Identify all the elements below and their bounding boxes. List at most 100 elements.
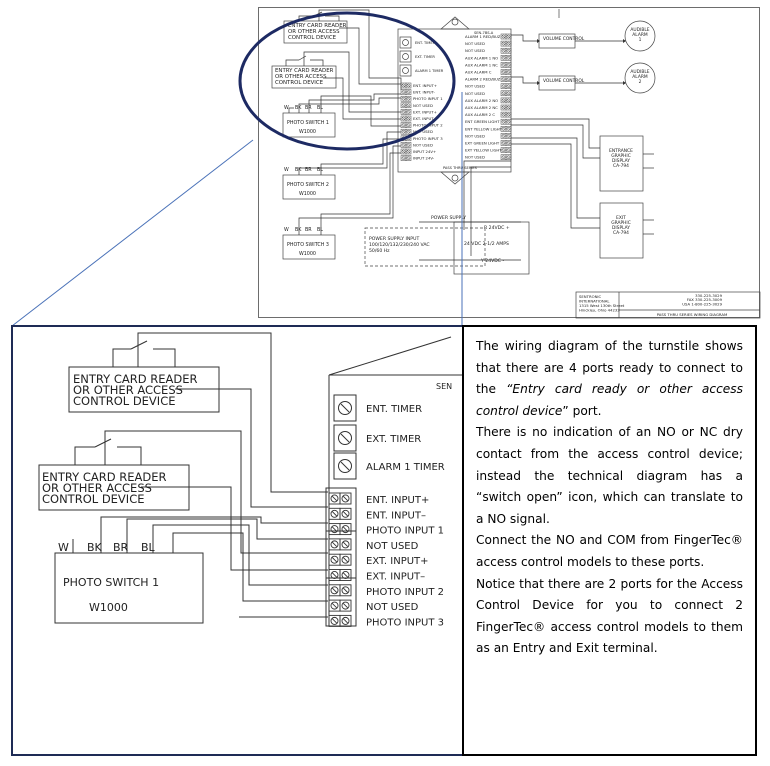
ps1-wire-br: BR [305, 105, 312, 111]
top-right-terminal-screw [505, 133, 512, 139]
power-input-line-2: 100/120/132/230/240 VAC [369, 242, 430, 248]
ps1-wire-bk: BK [295, 105, 302, 111]
zoom-photo-switch-model: W1000 [89, 601, 128, 614]
zoom-terminal-screw [339, 538, 352, 551]
zoom-terminal-screw [328, 614, 341, 627]
zoom-terminal-screw [339, 553, 352, 566]
display-1-line-1: ENTRANCE [609, 148, 633, 154]
top-left-terminal-screw [405, 122, 412, 128]
top-right-terminal-screw [505, 104, 512, 111]
zoom-card-reader-1-line-2: OR OTHER ACCESS [73, 383, 183, 397]
top-right-terminal-label: NOT USED [465, 133, 485, 138]
top-left-terminal-screw [405, 95, 412, 102]
zoom-header-fragment: SEN [436, 382, 452, 391]
ps2-name: PHOTO SWITCH 2 [287, 182, 329, 188]
zoom-terminal-label: ENT. INPUT– [366, 510, 426, 521]
top-right-terminal-screw [500, 33, 507, 40]
board-timer-3: ALARM 1 TIMER [415, 69, 444, 73]
display-2-line-3: DISPLAY [612, 225, 630, 231]
zoom-terminal-screw [339, 507, 352, 520]
zoom-timer-3: ALARM 1 TIMER [366, 462, 445, 473]
top-left-terminal-label: ENT. INPUT- [413, 90, 436, 95]
top-right-terminal-screw [505, 47, 512, 54]
power-input-line-3: 50/60 Hz [369, 248, 390, 254]
display-1-line-2: GRAPHIC [611, 153, 631, 159]
p1-text-italic: “Entry card ready or other access contro… [476, 382, 743, 418]
alarm-1-line-3: 1 [639, 37, 642, 43]
ps1-name: PHOTO SWITCH 1 [287, 120, 329, 126]
zoom-wire-w: W [58, 541, 69, 554]
zoom-terminal-label: PHOTO INPUT 3 [366, 617, 444, 628]
top-right-terminal-screw [505, 118, 512, 125]
ps3-wire-bk: BK [295, 227, 302, 233]
top-right-terminal-label: AUX ALARM 2 C [465, 112, 495, 117]
zoom-card-reader-1-line-3: CONTROL DEVICE [73, 394, 176, 408]
top-right-terminal-label: ALARM 2 RED/BUZ [465, 77, 501, 82]
p4-text: Notice that there are 2 ports for the Ac… [476, 576, 743, 656]
card-reader-2-line-2: OR OTHER ACCESS [275, 74, 327, 80]
top-left-terminal-label: NOT USED [413, 129, 433, 134]
top-left-terminal-screw [405, 115, 412, 122]
ps3-name: PHOTO SWITCH 3 [287, 242, 329, 248]
top-right-terminal-screw [505, 76, 512, 82]
company-line-4: Hinckley, Ohio 44233 [579, 308, 620, 313]
ps1-wire-bl: BL [317, 105, 323, 111]
explanation-paragraph-3: Connect the NO and COM from FingerTec® a… [476, 530, 743, 573]
zoom-terminal-label: PHOTO INPUT 1 [366, 526, 444, 537]
board-footer: PASS THRU SERIES [443, 166, 478, 170]
highlight-ellipse [238, 11, 456, 151]
top-left-terminal-screw [400, 122, 407, 128]
zoom-terminal-label: EXT. INPUT– [366, 572, 425, 583]
zoom-terminal-screw [328, 569, 341, 581]
top-right-terminal-label: ALARM 1 RED/BUZ [465, 34, 501, 39]
top-right-terminal-screw [505, 111, 512, 118]
zoom-wire-bl: BL [141, 541, 156, 554]
ps2-wire-br: BR [305, 167, 312, 173]
zoom-wire-br: BR [113, 541, 129, 554]
zoom-card-reader-2-line-1: ENTRY CARD READER [42, 470, 166, 484]
zoom-terminal-screw [328, 599, 341, 612]
alarm-1-line-1: AUDIBLE [630, 27, 649, 33]
top-right-terminal-screw [505, 33, 512, 40]
zoom-photo-switch-box [54, 552, 204, 624]
svg-text:VOLUME CONTROL: VOLUME CONTROL [543, 36, 585, 42]
zoom-timer-1: ENT. TIMER [366, 404, 422, 415]
top-right-terminal-label: AUX ALARM 1 NC [465, 62, 498, 67]
zoom-photo-switch-name: PHOTO SWITCH 1 [63, 576, 159, 589]
alarm-2-line-1: AUDIBLE [630, 69, 649, 75]
company-line-2: INTERNATIONAL [579, 299, 610, 304]
top-right-terminal-screw [505, 55, 512, 61]
board-header: SEN-7BS-A [474, 31, 494, 35]
zoom-terminal-screw [328, 538, 341, 551]
zoom-terminal-label: PHOTO INPUT 2 [366, 587, 444, 598]
zoom-wire-bk: BK [87, 541, 103, 554]
top-right-terminal-screw [505, 62, 512, 68]
ps2-wire-bk: BK [295, 167, 302, 173]
top-left-terminal-screw [405, 89, 412, 95]
zoom-timer-2: EXT. TIMER [366, 434, 421, 445]
leader-line-left [11, 139, 254, 327]
explanation-paragraph-4: Notice that there are 2 ports for the Ac… [476, 574, 743, 660]
top-left-terminal-label: PHOTO INPUT 1 [413, 96, 443, 101]
top-right-terminal-screw [505, 83, 512, 89]
top-right-terminal-screw [505, 69, 512, 75]
p1-text-b: ” port. [562, 403, 602, 418]
top-left-terminal-screw [405, 109, 412, 115]
top-right-terminal-label: EXT YELLOW LIGHT [465, 148, 502, 153]
zoom-terminal-screw [328, 492, 341, 505]
ps3-wire-br: BR [305, 227, 312, 233]
top-left-terminal-screw [405, 148, 412, 155]
top-right-terminal-label: AUX ALARM 1 NO [465, 55, 498, 60]
card-reader-1-line-3: CONTROL DEVICE [288, 35, 337, 41]
ps2-model: W1000 [299, 191, 316, 197]
phone-2: FAX 330-225-3009 [687, 297, 723, 302]
top-right-terminal-screw [505, 147, 512, 153]
top-right-terminal-label: NOT USED [465, 155, 485, 160]
volume-control-2: VOLUME CONTROL [543, 78, 585, 84]
zoom-card-reader-1-line-1: ENTRY CARD READER [73, 372, 197, 386]
